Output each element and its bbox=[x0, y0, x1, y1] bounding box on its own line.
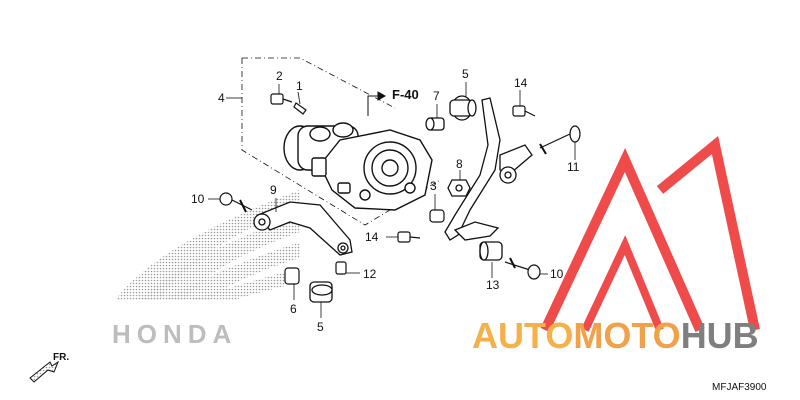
callout-5-bottom: 5 bbox=[317, 320, 324, 334]
callout-2: 2 bbox=[276, 69, 283, 83]
collar-6 bbox=[284, 267, 300, 285]
watermark-part-hub: HUB bbox=[680, 315, 759, 356]
watermark-part-auto: AUTO bbox=[472, 315, 574, 356]
grommet-5-bottom bbox=[309, 281, 333, 303]
part-code: MFJAF3900 bbox=[712, 382, 767, 393]
callout-11: 11 bbox=[567, 160, 580, 174]
grommet-13 bbox=[479, 241, 503, 261]
front-label: FR. bbox=[53, 352, 70, 363]
bolt-10-right bbox=[504, 257, 541, 280]
callout-14-top: 14 bbox=[514, 76, 528, 90]
grommet-5-top bbox=[449, 95, 477, 121]
honda-wing-logo bbox=[115, 190, 300, 300]
small-bolt-1 bbox=[293, 102, 307, 115]
reference-arrow-icon bbox=[367, 91, 387, 116]
bolt-12 bbox=[335, 261, 347, 275]
mounting-bracket-9 bbox=[253, 201, 353, 256]
lever-bracket bbox=[444, 97, 533, 241]
bolt-10-left bbox=[219, 192, 253, 213]
watermark-text: AUTOMOTOHUB bbox=[472, 318, 759, 354]
callout-10-left: 10 bbox=[191, 192, 205, 206]
collar-3 bbox=[429, 209, 445, 223]
callout-5-top: 5 bbox=[462, 67, 469, 81]
callout-7: 7 bbox=[433, 89, 440, 103]
bolt-14-top bbox=[512, 105, 536, 117]
gear-position-mechanism bbox=[283, 122, 433, 211]
watermark-part-moto: MOTO bbox=[573, 315, 681, 356]
callout-10-right: 10 bbox=[550, 267, 564, 281]
honda-brand-text: HONDA bbox=[112, 319, 238, 349]
callout-3: 3 bbox=[430, 179, 437, 193]
long-bolt-11 bbox=[539, 125, 581, 155]
callout-1: 1 bbox=[296, 79, 303, 93]
callout-13: 13 bbox=[486, 278, 500, 292]
washer-8 bbox=[447, 179, 471, 197]
bolt-14-bottom bbox=[397, 231, 421, 243]
callout-9: 9 bbox=[270, 183, 277, 197]
callout-6: 6 bbox=[290, 302, 297, 316]
callout-4: 4 bbox=[218, 91, 225, 105]
watermark-logo bbox=[540, 135, 760, 333]
collar-7 bbox=[425, 117, 445, 131]
front-arrow-icon bbox=[29, 360, 60, 383]
callout-8: 8 bbox=[456, 157, 463, 171]
callout-12: 12 bbox=[363, 267, 377, 281]
reference-label: F-40 bbox=[392, 87, 419, 102]
assembly-boundary bbox=[241, 57, 441, 226]
callout-14-bottom: 14 bbox=[365, 230, 379, 244]
small-bolt-2 bbox=[270, 93, 293, 105]
